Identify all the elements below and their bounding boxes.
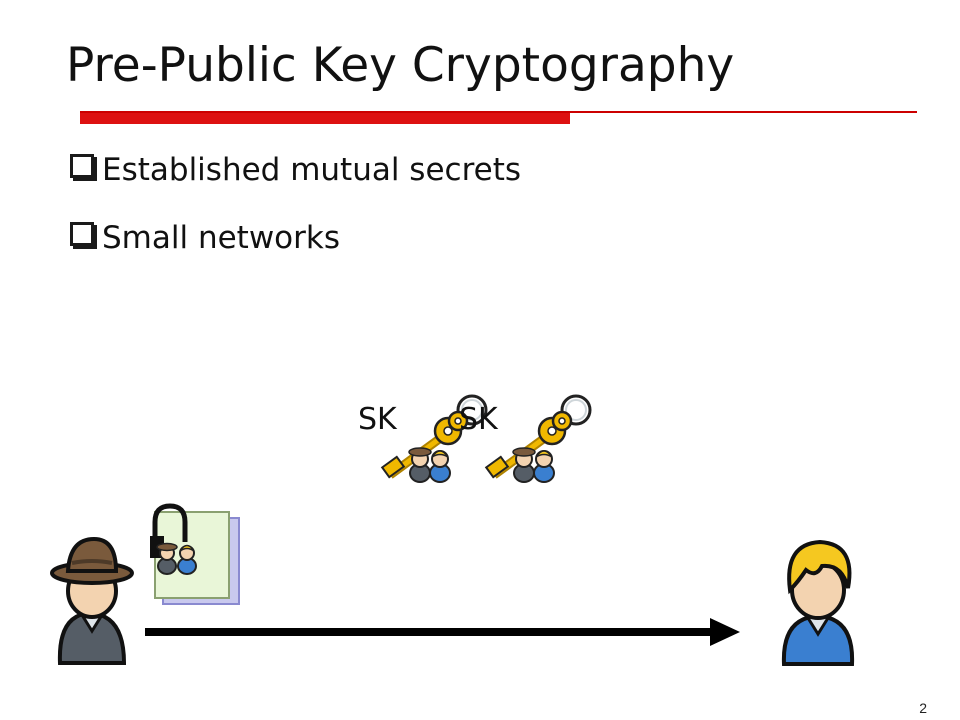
slide-title: Pre-Public Key Cryptography <box>66 38 735 93</box>
locked-document-icon <box>150 503 240 605</box>
title-underline-thick <box>80 113 570 124</box>
key-label: SK <box>358 402 397 437</box>
bullet-item: Small networks <box>70 220 340 256</box>
checkbox-bullet-icon <box>70 222 94 246</box>
key-icon <box>380 394 488 483</box>
bullet-text: Small networks <box>102 220 340 256</box>
bullet-item: Established mutual secrets <box>70 152 521 188</box>
blonde-person-icon <box>781 539 855 666</box>
page-number: 2 <box>919 700 927 716</box>
title-underline-thin <box>80 111 917 113</box>
person-with-hat-icon <box>50 536 134 665</box>
key-icon <box>484 394 592 483</box>
arrow-right-icon <box>145 618 740 646</box>
key-label: SK <box>459 402 498 437</box>
checkbox-bullet-icon <box>70 154 94 178</box>
bullet-text: Established mutual secrets <box>102 152 522 188</box>
